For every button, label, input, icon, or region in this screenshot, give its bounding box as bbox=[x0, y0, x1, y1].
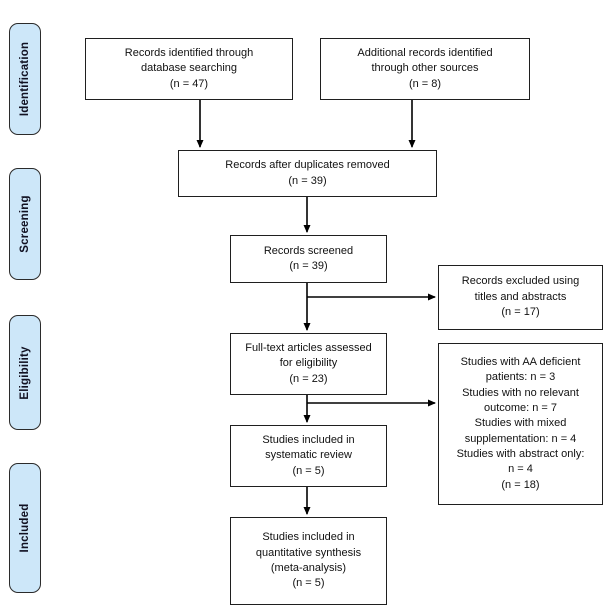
stage-screening-label: Screening bbox=[19, 195, 31, 253]
stage-included: Included bbox=[9, 463, 41, 593]
box-records-after-duplicates-removed: Records after duplicates removed (n = 39… bbox=[178, 150, 437, 197]
box-records-screened: Records screened (n = 39) bbox=[230, 235, 387, 283]
box-studies-quantitative-synthesis: Studies included in quantitative synthes… bbox=[230, 517, 387, 605]
stage-eligibility-label: Eligibility bbox=[19, 345, 31, 400]
stage-eligibility: Eligibility bbox=[9, 315, 41, 430]
box-fulltext-articles-assessed: Full-text articles assessed for eligibil… bbox=[230, 333, 387, 395]
box-additional-records-other-sources: Additional records identified through ot… bbox=[320, 38, 530, 100]
stage-identification-label: Identification bbox=[19, 41, 31, 117]
stage-screening: Screening bbox=[9, 168, 41, 280]
box-records-excluded-titles-abstracts: Records excluded using titles and abstra… bbox=[438, 265, 603, 330]
stage-included-label: Included bbox=[19, 503, 31, 553]
box-fulltext-exclusion-reasons: Studies with AA deficient patients: n = … bbox=[438, 343, 603, 505]
box-studies-systematic-review: Studies included in systematic review (n… bbox=[230, 425, 387, 487]
stage-identification: Identification bbox=[9, 23, 41, 135]
box-records-identified-database: Records identified through database sear… bbox=[85, 38, 293, 100]
